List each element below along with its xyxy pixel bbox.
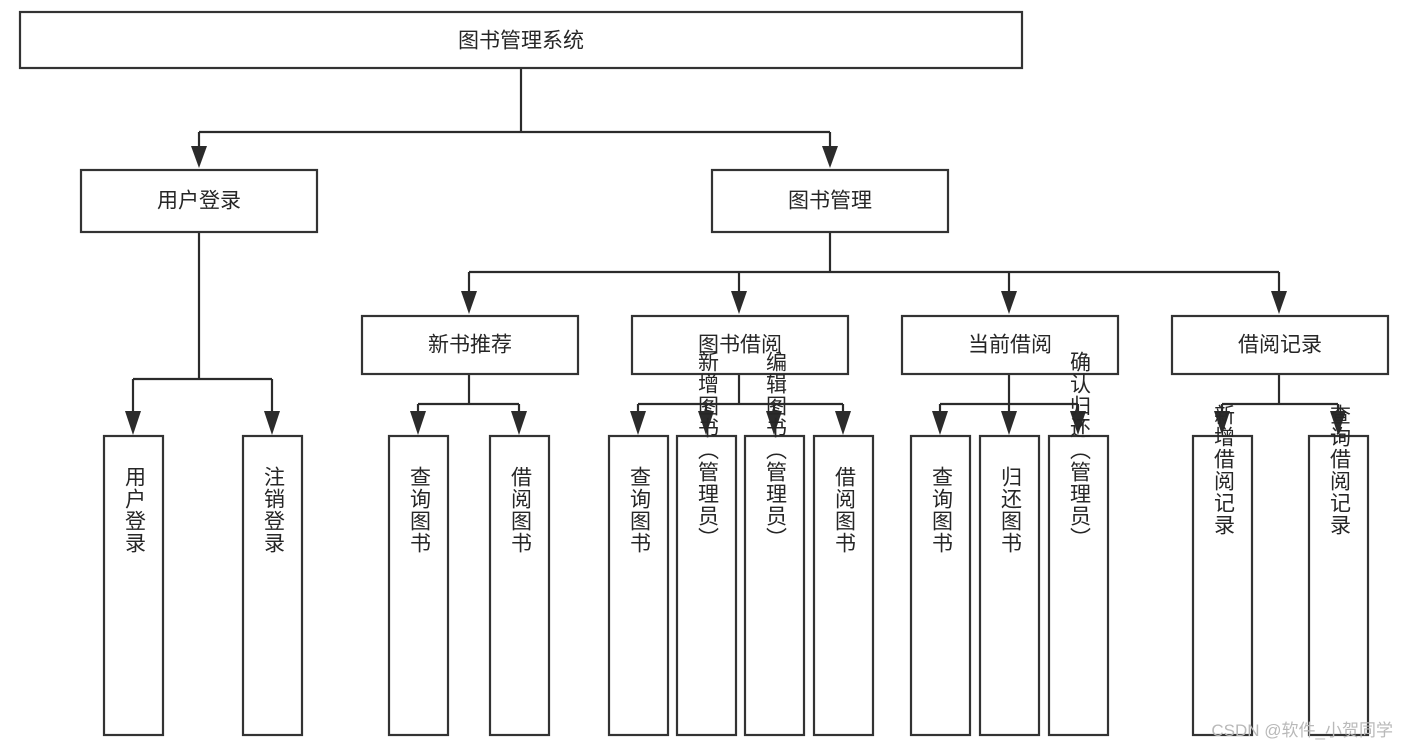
node-current-borrow-box[interactable] bbox=[900, 314, 1120, 376]
node-leaf-add-book-label: 新增图书（管理员） bbox=[696, 351, 720, 549]
arrowhead-leaf-query-book-2 bbox=[630, 411, 646, 435]
arrowhead-leaf-return-book bbox=[1001, 411, 1017, 435]
arrowhead-leaf-query-record bbox=[1330, 411, 1346, 435]
arrowhead-leaf-edit-book bbox=[766, 411, 782, 435]
node-leaf-return-book-label: 归还图书 bbox=[999, 466, 1023, 554]
arrowhead-leaf-add-record bbox=[1214, 411, 1230, 435]
node-leaf-add-record-label: 新增借阅记录 bbox=[1212, 404, 1236, 536]
node-leaf-confirm-return-box[interactable] bbox=[1047, 434, 1110, 737]
node-user-login-label: 用户登录 bbox=[157, 190, 241, 213]
node-borrow-record-box[interactable] bbox=[1170, 314, 1390, 376]
node-leaf-borrow-book-1[interactable]: 借阅图书 bbox=[488, 434, 551, 737]
node-new-book-recommend-label: 新书推荐 bbox=[428, 334, 512, 357]
arrowhead-current-borrow bbox=[1001, 291, 1017, 314]
node-leaf-query-book-1-box[interactable] bbox=[387, 434, 450, 737]
arrowhead-leaf-borrow-book-2 bbox=[835, 411, 851, 435]
node-leaf-confirm-return-label: 确认归还（管理员） bbox=[1068, 351, 1092, 549]
arrowhead-leaf-add-book bbox=[698, 411, 714, 435]
node-leaf-query-record-label: 查询借阅记录 bbox=[1328, 404, 1352, 536]
arrowhead-new-book-recommend bbox=[461, 291, 477, 314]
node-leaf-borrow-book-1-label: 借阅图书 bbox=[509, 466, 533, 554]
node-leaf-query-record-box[interactable] bbox=[1307, 434, 1370, 737]
node-user-login[interactable]: 用户登录 bbox=[79, 168, 319, 234]
node-leaf-borrow-book-1-box[interactable] bbox=[488, 434, 551, 737]
arrowhead-book-borrow bbox=[731, 291, 747, 314]
node-leaf-return-book-box[interactable] bbox=[978, 434, 1041, 737]
node-leaf-logout-box[interactable] bbox=[241, 434, 304, 737]
node-new-book-recommend-box[interactable] bbox=[360, 314, 580, 376]
arrowhead-book-management bbox=[822, 146, 838, 168]
node-book-management[interactable]: 图书管理 bbox=[710, 168, 950, 234]
node-leaf-return-book[interactable]: 归还图书 bbox=[978, 434, 1041, 737]
node-leaf-query-book-2-box[interactable] bbox=[607, 434, 670, 737]
node-root-label: 图书管理系统 bbox=[458, 30, 584, 53]
node-new-book-recommend[interactable]: 新书推荐 bbox=[360, 314, 580, 376]
node-leaf-edit-book-label: 编辑图书（管理员） bbox=[764, 351, 788, 549]
node-root-box[interactable] bbox=[18, 10, 1024, 70]
node-leaf-borrow-book-2[interactable]: 借阅图书 bbox=[812, 434, 875, 737]
node-leaf-query-book-1-label: 查询图书 bbox=[408, 466, 432, 554]
node-leaf-query-book-3[interactable]: 查询图书 bbox=[909, 434, 972, 737]
node-leaf-add-book[interactable]: 新增图书（管理员） bbox=[675, 351, 738, 737]
node-book-management-label: 图书管理 bbox=[788, 190, 872, 213]
node-root[interactable]: 图书管理系统 bbox=[18, 10, 1024, 70]
node-leaf-confirm-return[interactable]: 确认归还（管理员） bbox=[1047, 351, 1110, 737]
node-leaf-borrow-book-2-label: 借阅图书 bbox=[833, 466, 857, 554]
node-leaf-query-book-3-label: 查询图书 bbox=[930, 466, 954, 554]
node-leaf-query-book-1[interactable]: 查询图书 bbox=[387, 434, 450, 737]
node-leaf-user-login-box[interactable] bbox=[102, 434, 165, 737]
arrowhead-leaf-query-book-1 bbox=[410, 411, 426, 435]
arrowhead-leaf-user-login bbox=[125, 411, 141, 435]
node-leaf-query-book-2[interactable]: 查询图书 bbox=[607, 434, 670, 737]
node-leaf-borrow-book-2-box[interactable] bbox=[812, 434, 875, 737]
arrowhead-leaf-logout bbox=[264, 411, 280, 435]
node-borrow-record-label: 借阅记录 bbox=[1238, 334, 1322, 357]
arrowhead-leaf-borrow-book-1 bbox=[511, 411, 527, 435]
node-book-management-box[interactable] bbox=[710, 168, 950, 234]
arrowhead-borrow-record bbox=[1271, 291, 1287, 314]
node-leaf-user-login-label: 用户登录 bbox=[123, 466, 147, 554]
node-current-borrow-label: 当前借阅 bbox=[968, 334, 1052, 357]
node-leaf-logout[interactable]: 注销登录 bbox=[241, 434, 304, 737]
node-leaf-edit-book-box[interactable] bbox=[743, 434, 806, 737]
node-book-borrow-box[interactable] bbox=[630, 314, 850, 376]
node-leaf-user-login[interactable]: 用户登录 bbox=[102, 434, 165, 737]
node-current-borrow[interactable]: 当前借阅 bbox=[900, 314, 1120, 376]
node-leaf-add-record-box[interactable] bbox=[1191, 434, 1254, 737]
node-leaf-edit-book[interactable]: 编辑图书（管理员） bbox=[743, 351, 806, 737]
arrowhead-user-login bbox=[191, 146, 207, 168]
arrowhead-leaf-query-book-3 bbox=[932, 411, 948, 435]
node-leaf-logout-label: 注销登录 bbox=[262, 466, 286, 554]
connector-layer bbox=[125, 68, 1346, 435]
node-leaf-query-book-3-box[interactable] bbox=[909, 434, 972, 737]
node-user-login-box[interactable] bbox=[79, 168, 319, 234]
node-book-borrow-label: 图书借阅 bbox=[698, 334, 782, 357]
node-borrow-record[interactable]: 借阅记录 bbox=[1170, 314, 1390, 376]
node-book-borrow[interactable]: 图书借阅 bbox=[630, 314, 850, 376]
node-leaf-query-record[interactable]: 查询借阅记录 bbox=[1307, 404, 1370, 737]
node-leaf-query-book-2-label: 查询图书 bbox=[628, 466, 652, 554]
arrowhead-leaf-confirm-return bbox=[1070, 411, 1086, 435]
node-leaf-add-record[interactable]: 新增借阅记录 bbox=[1191, 404, 1254, 737]
node-leaf-add-book-box[interactable] bbox=[675, 434, 738, 737]
